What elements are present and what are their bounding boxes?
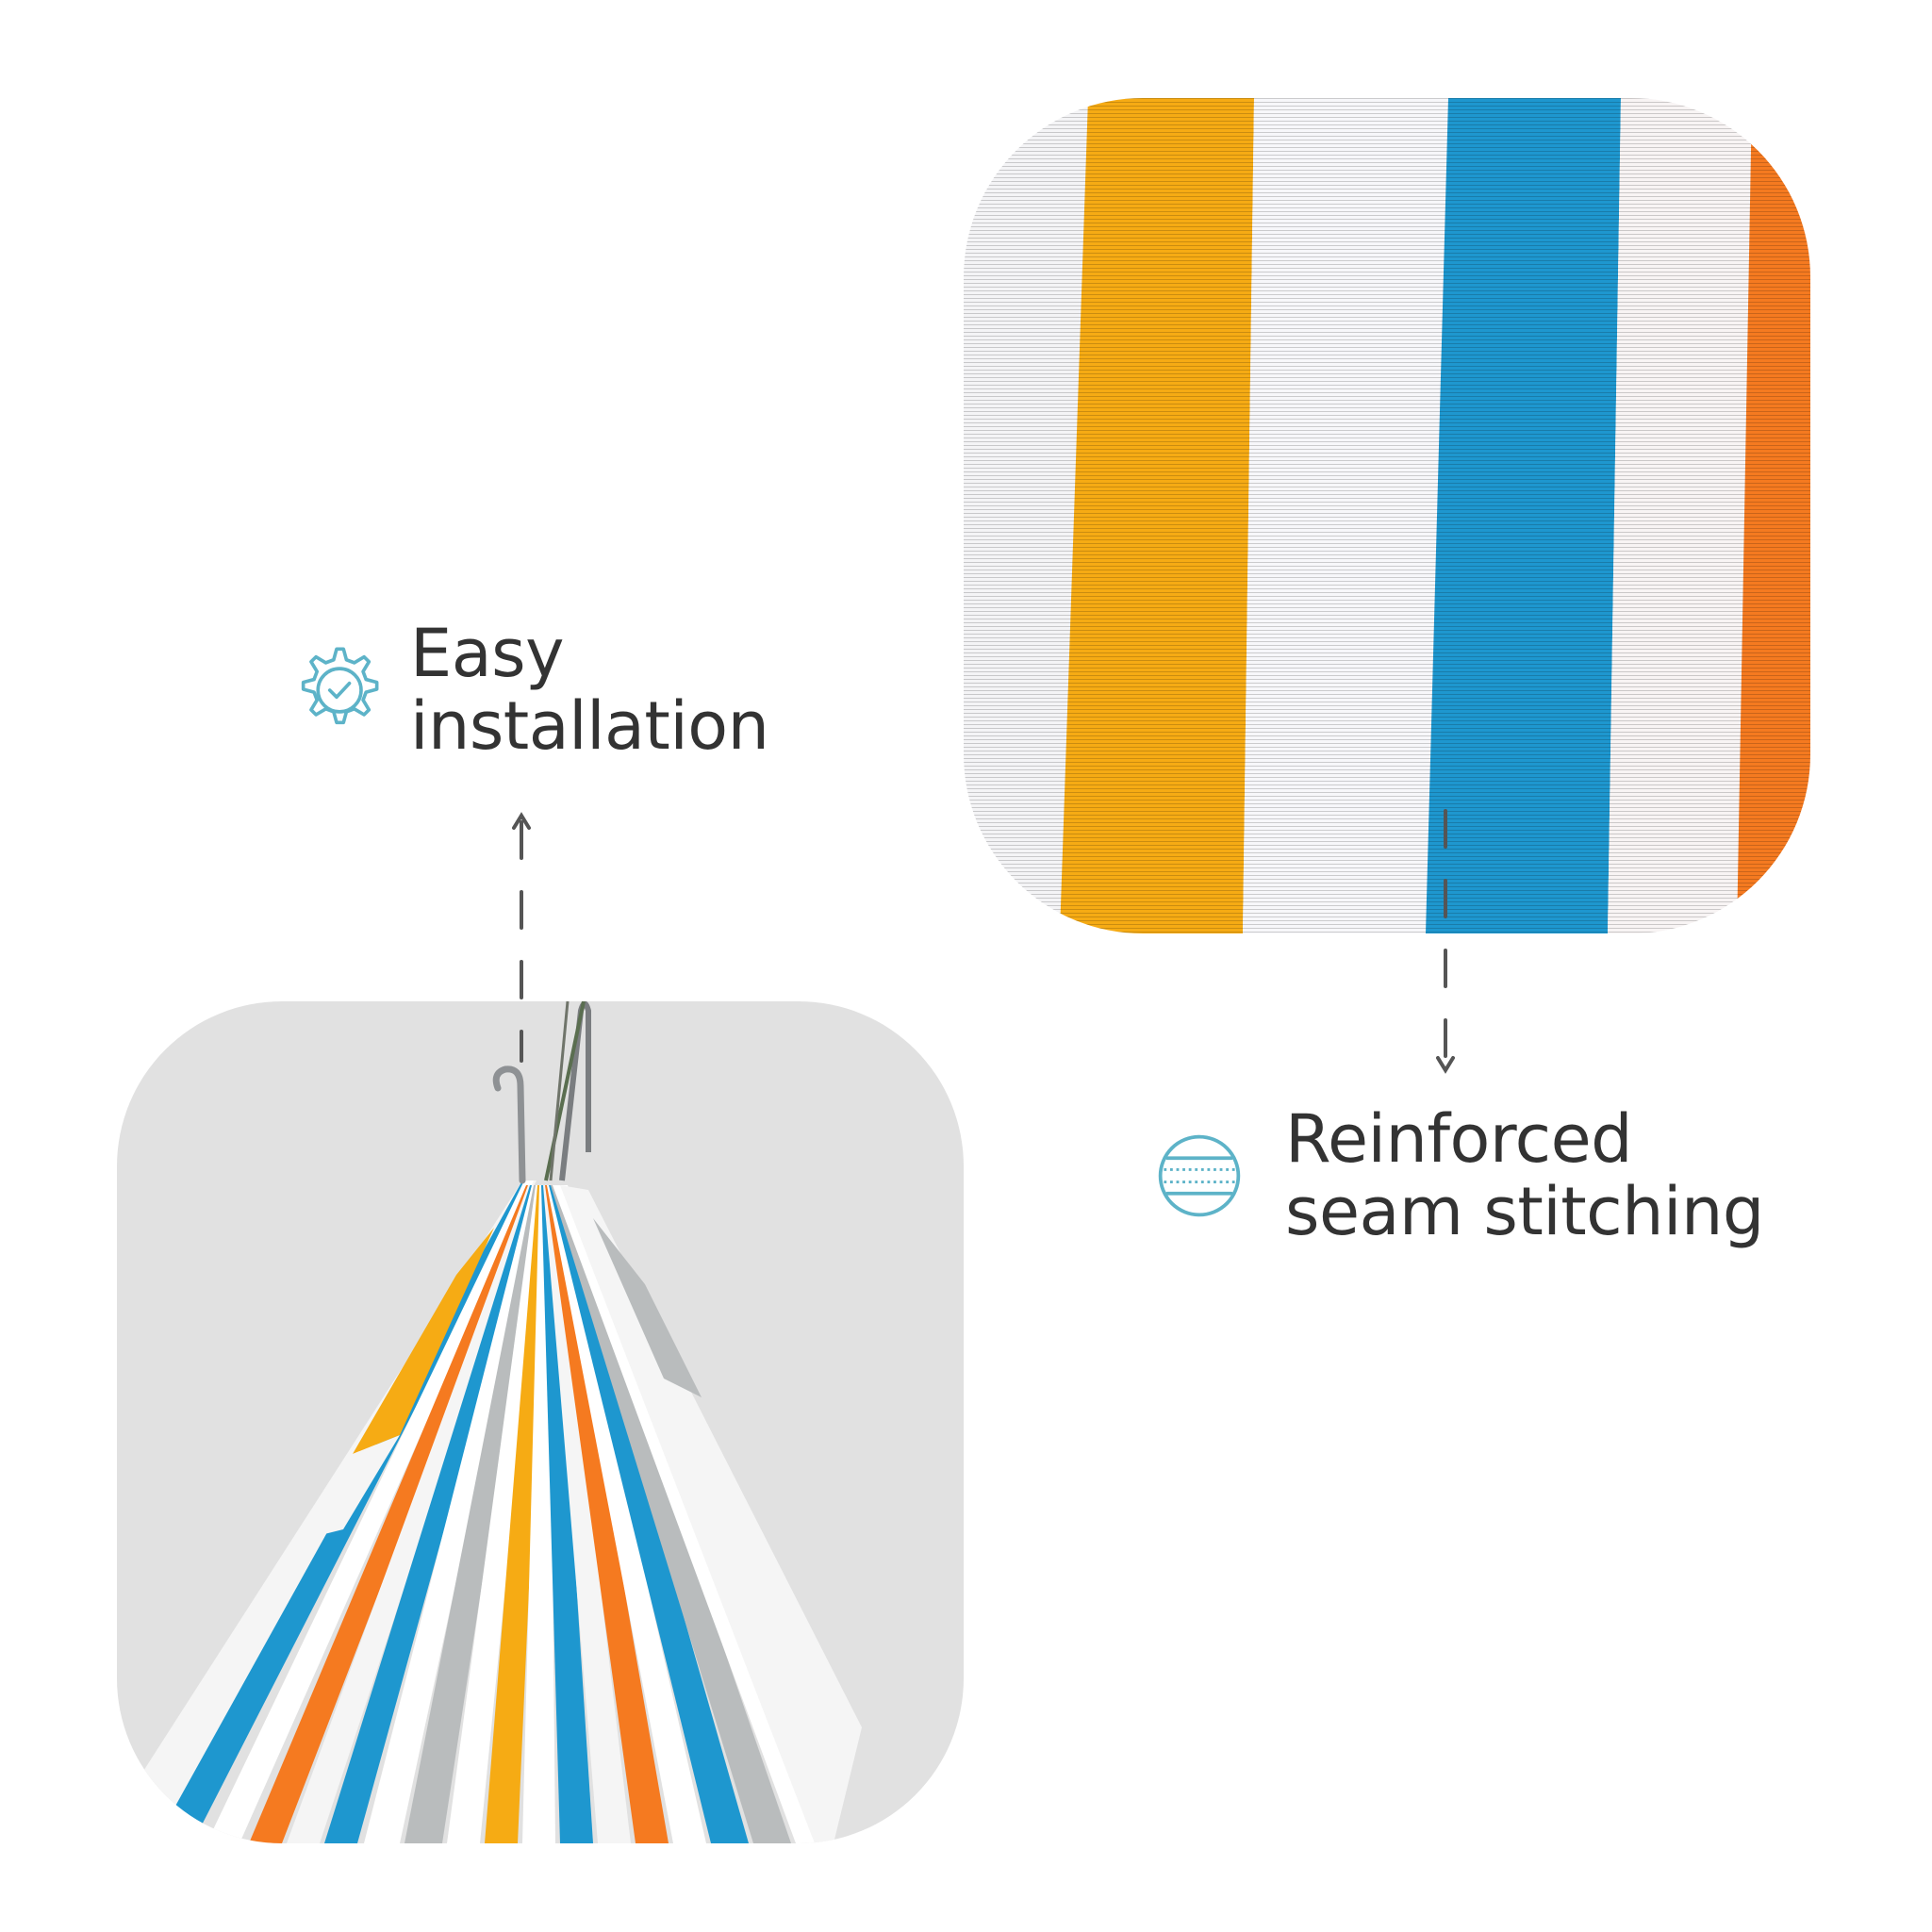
feature-easy-installation: Easy installation <box>288 618 769 763</box>
stitching-icon <box>1155 1131 1244 1220</box>
feature-label: Reinforced seam stitching <box>1285 1100 1764 1250</box>
gear-check-icon <box>288 641 386 739</box>
fabric-closeup-image <box>964 98 1810 933</box>
feature-label: Easy installation <box>410 615 769 765</box>
feature-reinforced-seam: Reinforced seam stitching <box>1155 1103 1764 1248</box>
hammock-hanging-image <box>117 1001 964 1843</box>
